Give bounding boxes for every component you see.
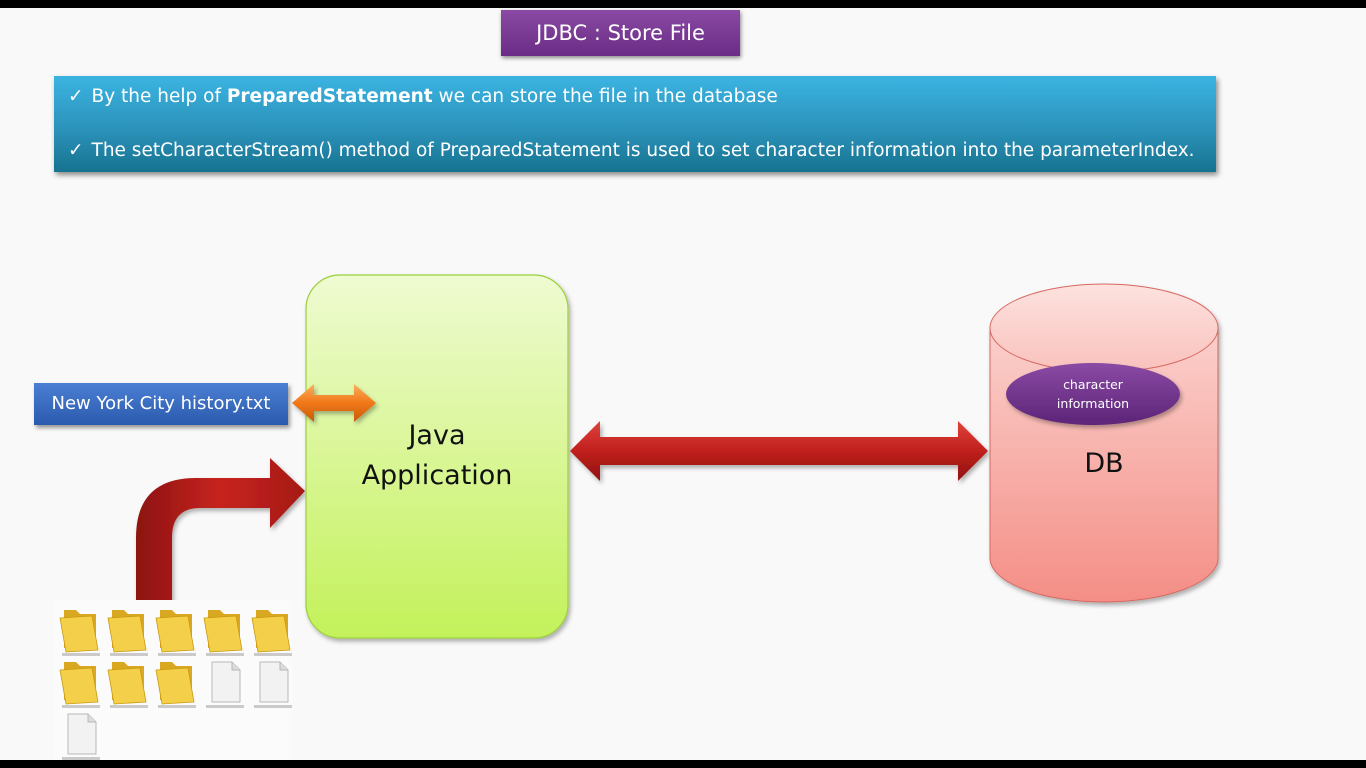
file-icon	[58, 710, 104, 760]
bullet-1-post: we can store the file in the database	[432, 86, 778, 107]
file-double-arrow	[292, 384, 376, 422]
character-information-ellipse	[1006, 363, 1180, 425]
check-icon: ✓	[68, 86, 84, 107]
bullet-1-pre: By the help of	[91, 86, 227, 107]
file-icon	[250, 658, 296, 708]
java-label-line2: Application	[361, 460, 513, 491]
bullet-2-text: The setCharacterStream() method of Prepa…	[91, 140, 1195, 161]
database-cylinder-icon	[989, 283, 1219, 603]
java-application-box	[305, 274, 569, 639]
char-label-line1: character	[1063, 377, 1123, 392]
file-explorer-thumbnail	[54, 600, 292, 760]
bent-arrow	[136, 458, 305, 603]
character-information-label: character information	[1006, 375, 1180, 413]
bullet-1-bold: PreparedStatement	[226, 86, 433, 107]
java-label-line1: Java	[408, 420, 466, 451]
folder-icon	[250, 606, 296, 656]
folder-icon	[202, 606, 248, 656]
folder-icon	[106, 606, 152, 656]
slide-title: JDBC : Store File	[501, 10, 740, 56]
folder-icon	[106, 658, 152, 708]
file-name-label: New York City history.txt	[34, 383, 288, 425]
folder-icon	[58, 658, 104, 708]
folder-icon	[58, 606, 104, 656]
java-application-label: Java Application	[306, 416, 568, 496]
bullet-panel: ✓ By the help of PreparedStatement we can…	[54, 76, 1216, 172]
file-icon	[202, 658, 248, 708]
check-icon: ✓	[68, 140, 84, 161]
char-label-line2: information	[1056, 396, 1130, 411]
diagram-canvas	[136, 274, 1219, 639]
bullet-1: ✓ By the help of PreparedStatement we can…	[68, 86, 778, 107]
slide: JDBC : Store File ✓ By the help of Prepar…	[0, 8, 1366, 760]
bullet-2: ✓ The setCharacterStream() method of Prep…	[68, 140, 1195, 161]
folder-icon	[154, 658, 200, 708]
folder-icon	[154, 606, 200, 656]
db-label: DB	[1084, 448, 1124, 479]
db-double-arrow	[570, 421, 988, 481]
